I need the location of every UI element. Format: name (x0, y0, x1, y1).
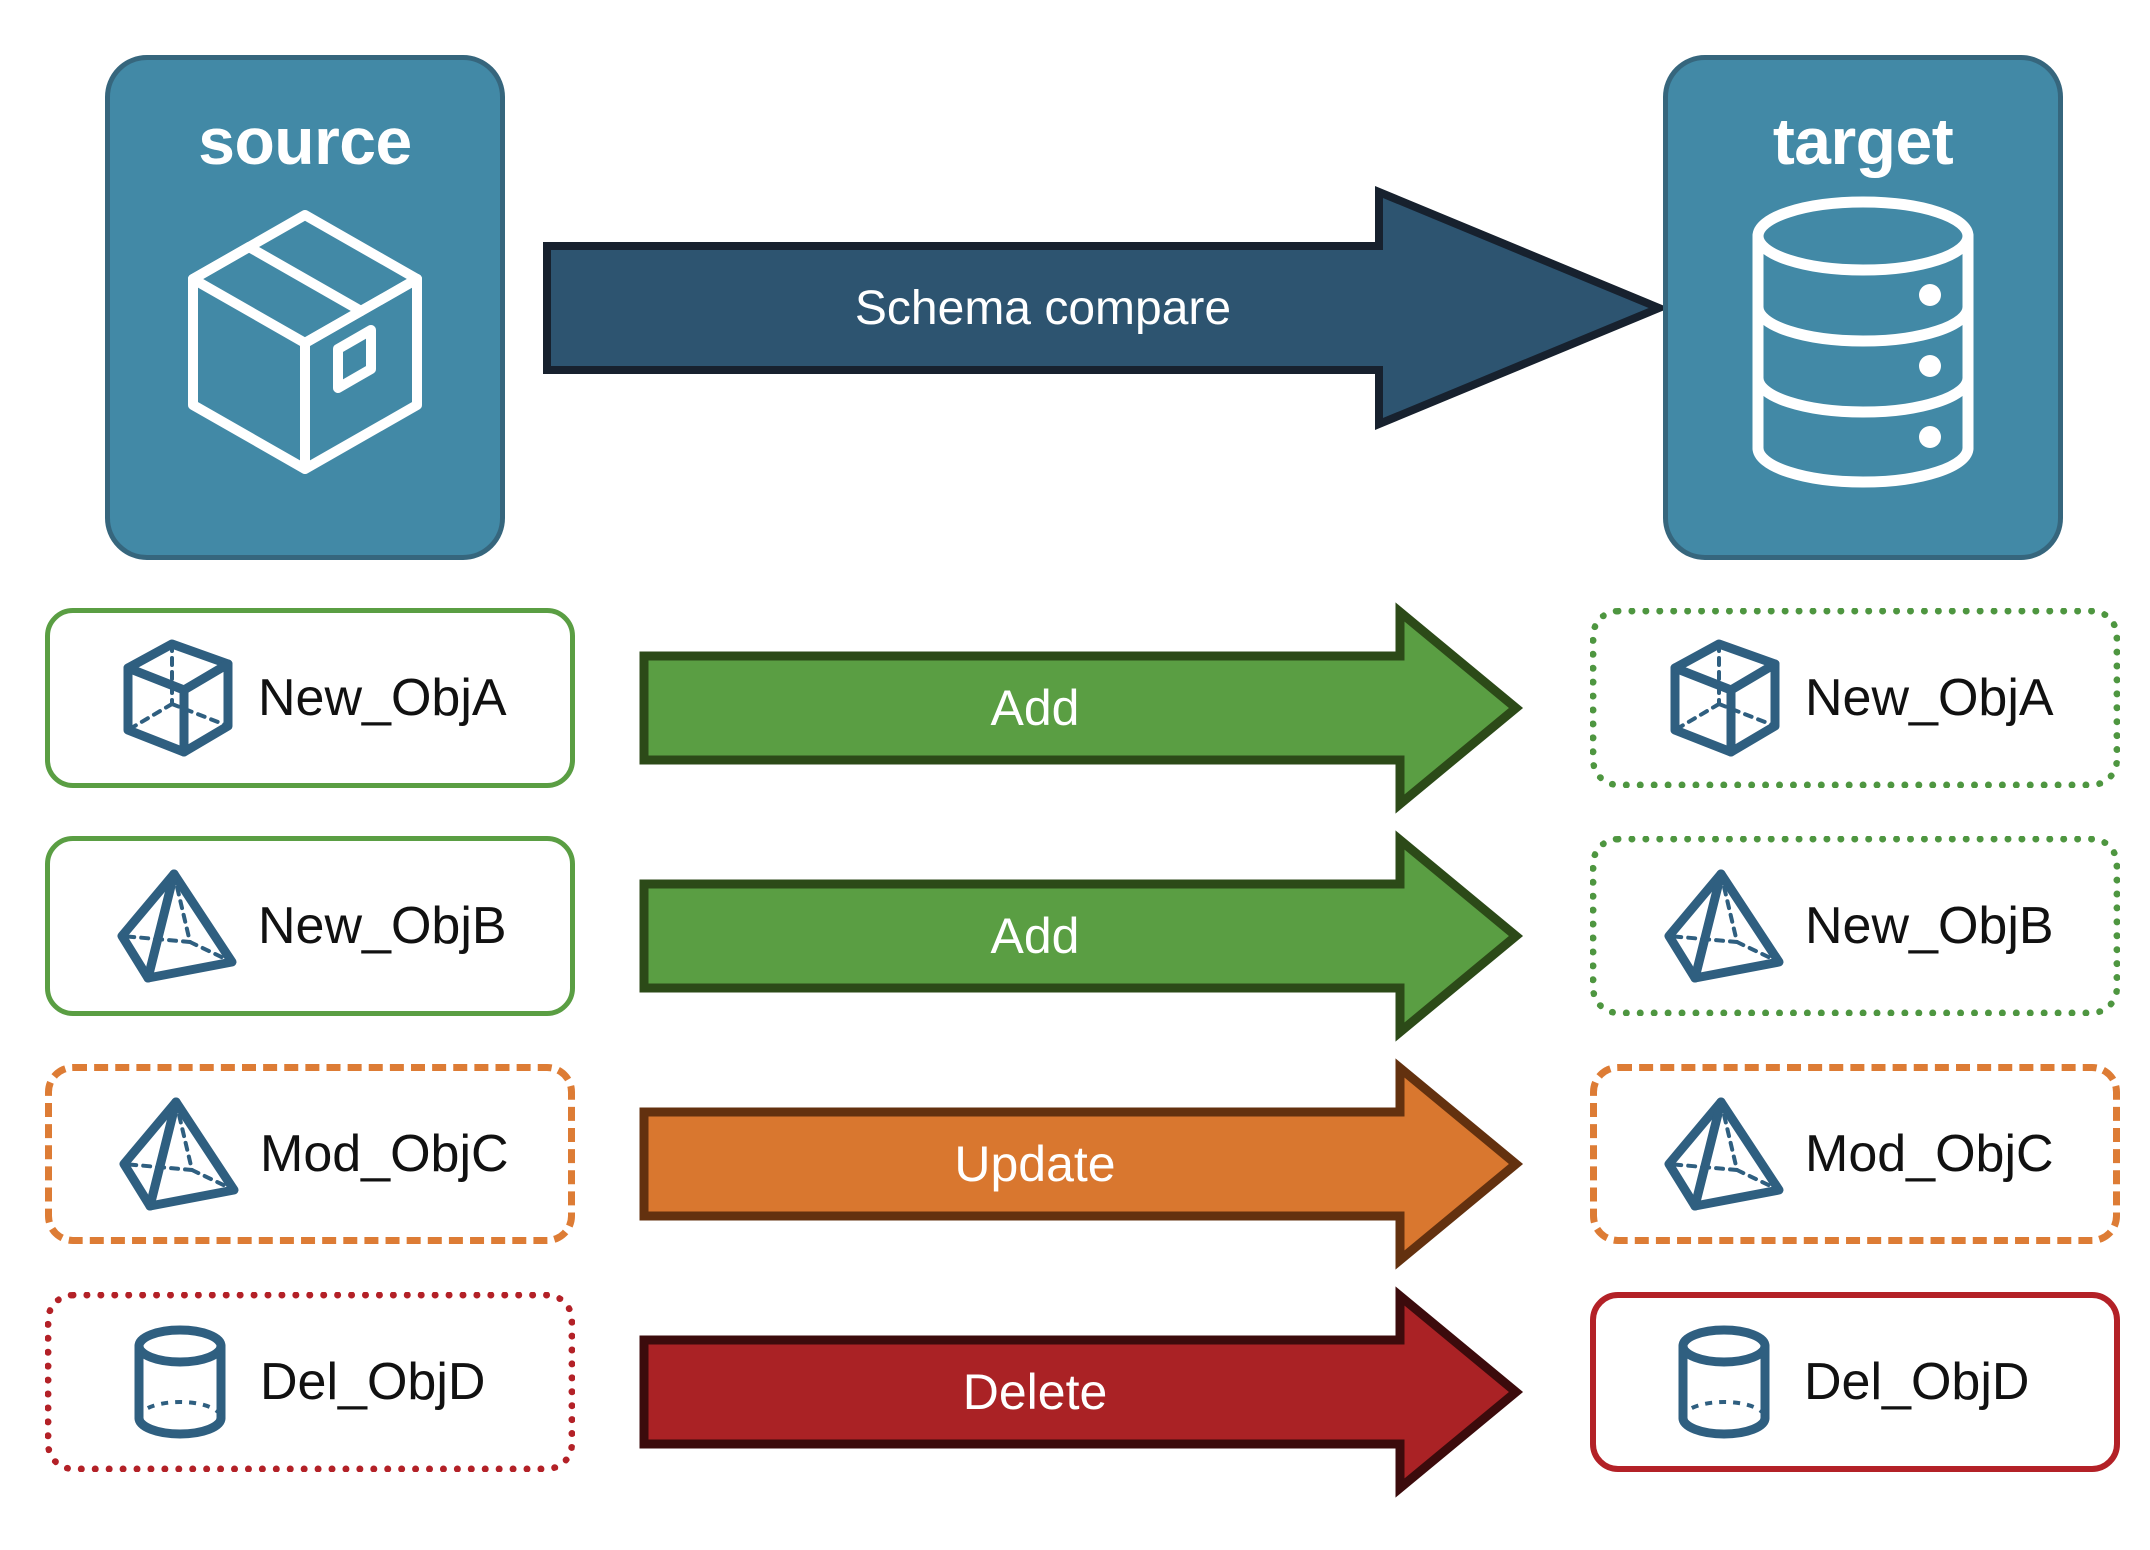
source-title: source (198, 104, 412, 178)
wireframe-cylinder-icon (110, 1322, 250, 1442)
action-arrow-add[interactable]: Add (639, 830, 1524, 1042)
source-object-card[interactable]: New_ObjA (45, 608, 575, 788)
diff-row: Del_ObjD Delete Del_ObjD (0, 1286, 2150, 1498)
target-title: target (1772, 104, 1954, 178)
source-object-card[interactable]: Mod_ObjC (45, 1064, 575, 1244)
source-object-label: Del_ObjD (260, 1353, 486, 1411)
package-box-icon (175, 192, 435, 492)
action-arrow-add[interactable]: Add (639, 602, 1524, 814)
wireframe-cube-icon (108, 638, 248, 758)
target-object-card[interactable]: New_ObjB (1590, 836, 2120, 1016)
target-object-card[interactable]: New_ObjA (1590, 608, 2120, 788)
wireframe-pyramid-icon (1655, 866, 1795, 986)
action-arrow-update[interactable]: Update (639, 1058, 1524, 1270)
target-object-label: Del_ObjD (1804, 1353, 2030, 1411)
source-object-label: New_ObjA (258, 669, 507, 727)
target-object-label: New_ObjB (1805, 897, 2054, 955)
wireframe-pyramid-icon (108, 866, 248, 986)
wireframe-cylinder-icon (1654, 1322, 1794, 1442)
diff-row: Mod_ObjC Update (0, 1058, 2150, 1270)
action-arrow-delete[interactable]: Delete (639, 1286, 1524, 1498)
target-object-card[interactable]: Del_ObjD (1590, 1292, 2120, 1472)
source-object-card[interactable]: Del_ObjD (45, 1292, 575, 1472)
target-object-label: Mod_ObjC (1805, 1125, 2054, 1183)
wireframe-pyramid-icon (110, 1094, 250, 1214)
database-cylinder-icon (1733, 192, 1993, 492)
source-object-card[interactable]: New_ObjB (45, 836, 575, 1016)
source-object-label: Mod_ObjC (260, 1125, 509, 1183)
source-object-label: New_ObjB (258, 897, 507, 955)
diff-row: New_ObjA Add (0, 602, 2150, 814)
target-object-label: New_ObjA (1805, 669, 2054, 727)
schema-compare-arrow[interactable]: Schema compare (543, 186, 1670, 430)
wireframe-pyramid-icon (1655, 1094, 1795, 1214)
diff-row: New_ObjB Add (0, 830, 2150, 1042)
wireframe-cube-icon (1655, 638, 1795, 758)
source-endpoint-card[interactable]: source (105, 55, 505, 560)
target-object-card[interactable]: Mod_ObjC (1590, 1064, 2120, 1244)
target-endpoint-card[interactable]: target (1663, 55, 2063, 560)
